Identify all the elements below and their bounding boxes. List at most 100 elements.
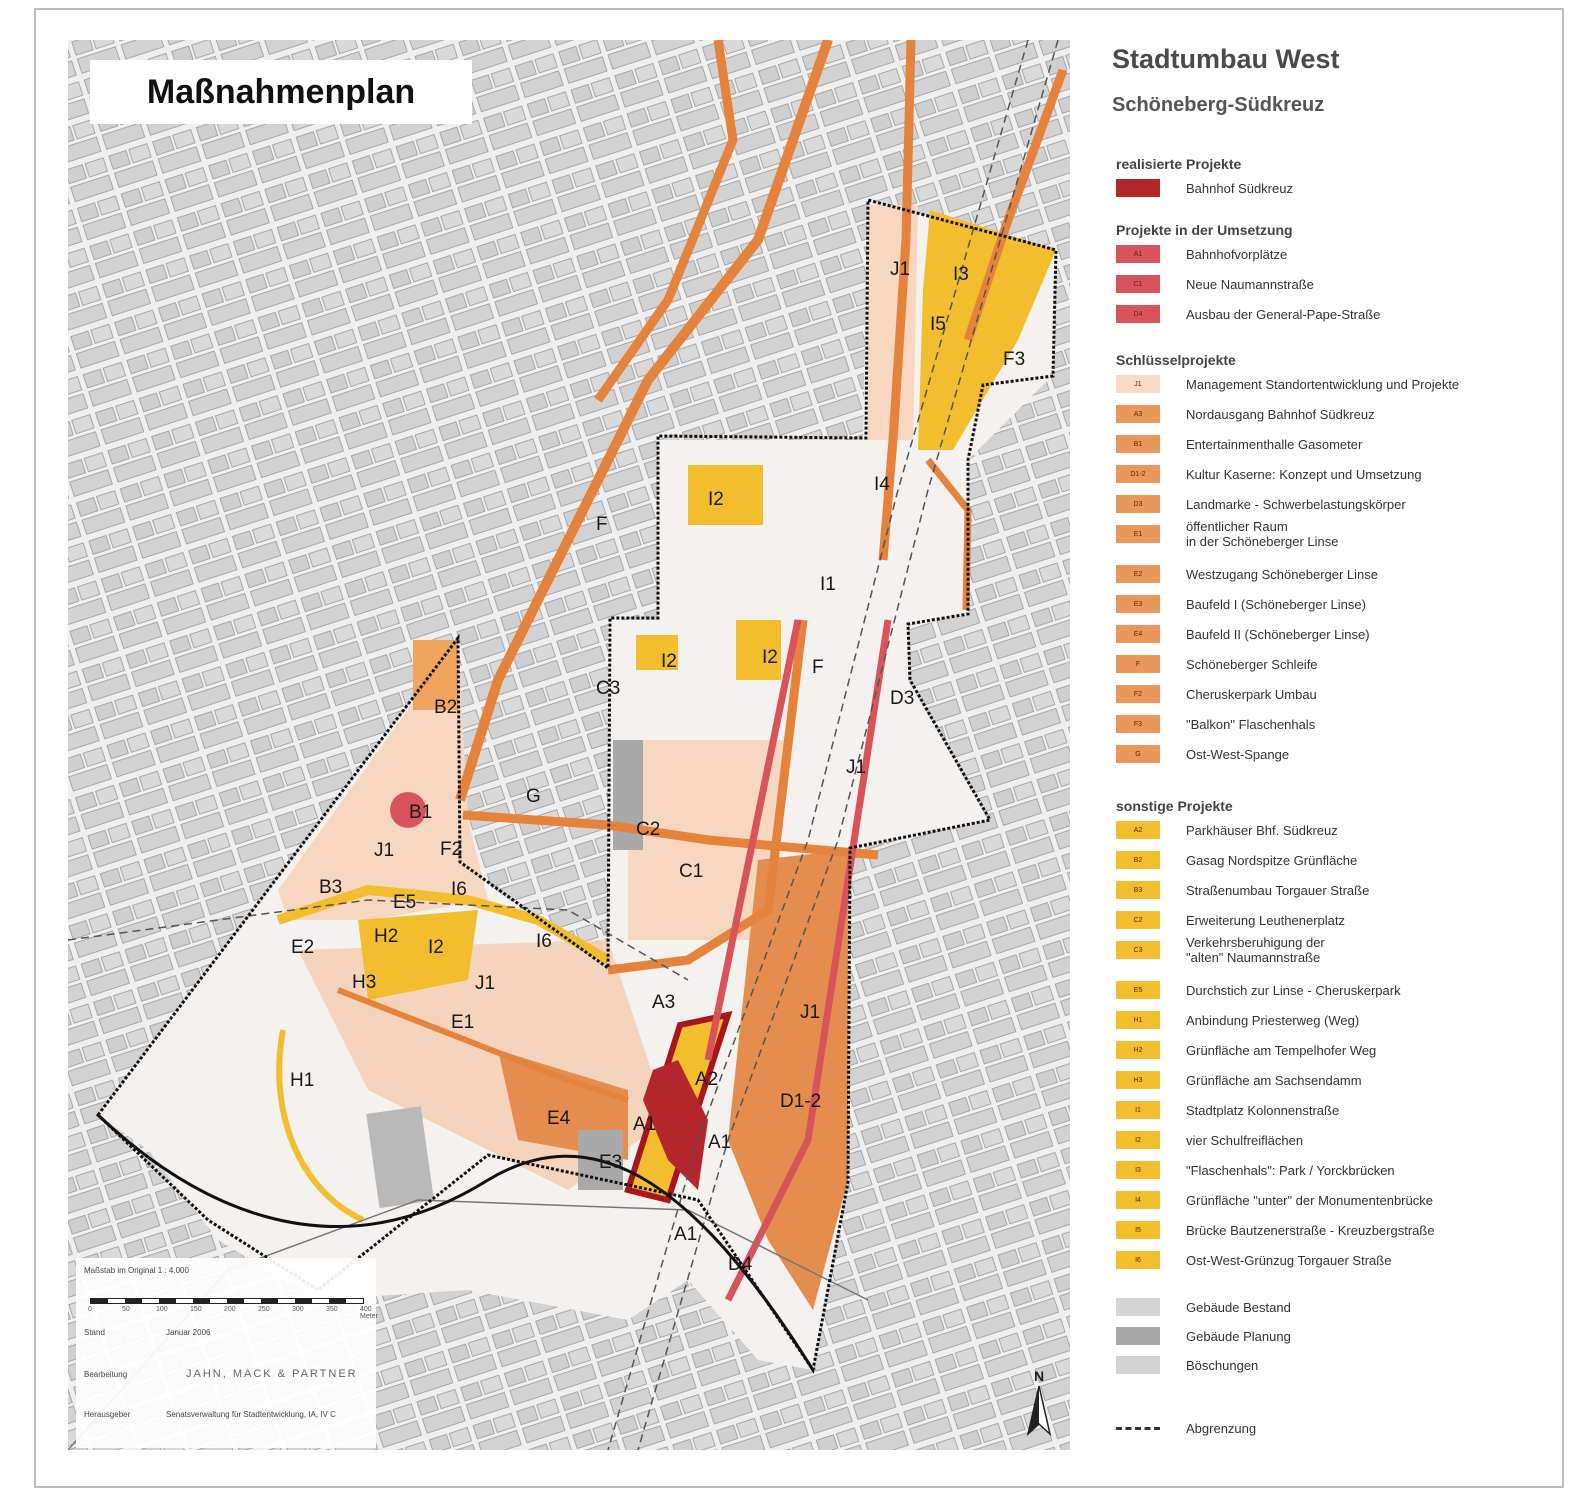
legend-swatch: C2 <box>1116 911 1160 929</box>
map-label-j1: J1 <box>800 1002 820 1023</box>
legend-swatch: H3 <box>1116 1071 1160 1089</box>
scale-tick: 350 <box>326 1306 338 1313</box>
legend-swatch: I5 <box>1116 1221 1160 1239</box>
legend-swatch <box>1116 1327 1160 1345</box>
legend-swatch: E2 <box>1116 565 1160 583</box>
legend-swatch: A3 <box>1116 405 1160 423</box>
bearbeitung-label: Bearbeitung <box>84 1370 128 1379</box>
legend-label: Baufeld I (Schöneberger Linse) <box>1186 596 1366 612</box>
legend-label: Management Standortentwicklung und Proje… <box>1186 376 1460 392</box>
map-label-i3: I3 <box>953 264 969 285</box>
map-label-b1: B1 <box>409 802 432 823</box>
legend-section-heading: Projekte in der Umsetzung <box>1116 222 1293 238</box>
boundary-line-icon <box>1116 1426 1160 1430</box>
map-label-f: F <box>812 657 824 678</box>
map-label-j1: J1 <box>846 757 866 778</box>
zone-d1-2 <box>728 850 848 1310</box>
legend-item: Böschungen <box>1116 1353 1258 1377</box>
map-label-d1-2: D1-2 <box>780 1091 821 1112</box>
map-label-a2: A2 <box>695 1069 718 1090</box>
legend-swatch: B1 <box>1116 435 1160 453</box>
zone-i2-a <box>636 635 678 670</box>
map-label-i4: I4 <box>874 474 890 495</box>
map-label-f: F <box>596 514 608 535</box>
legend-swatch: I6 <box>1116 1251 1160 1269</box>
abgrenzung-boundary <box>95 198 1058 1374</box>
legend-label: Gebäude Planung <box>1186 1328 1291 1344</box>
legend-label: Straßenumbau Torgauer Straße <box>1186 882 1370 898</box>
legend-item: D1-2 Kultur Kaserne: Konzept und Umsetzun… <box>1116 462 1422 486</box>
scale-text: Maßstab im Original 1 : 4.000 <box>84 1266 189 1275</box>
scale-bar <box>90 1298 364 1304</box>
north-letter: N <box>1033 1368 1045 1384</box>
map-label-h1: H1 <box>290 1070 314 1091</box>
map-title: Maßnahmenplan <box>146 72 416 111</box>
legend-swatch: D4 <box>1116 305 1160 323</box>
legend-swatch: E4 <box>1116 625 1160 643</box>
legend-label: Erweiterung Leuthenerplatz <box>1186 912 1345 928</box>
rail-1 <box>607 40 1029 1450</box>
legend-section-heading: sonstige Projekte <box>1116 798 1233 814</box>
map-label-i2: I2 <box>428 937 444 958</box>
path-h1 <box>276 1029 365 1223</box>
bearbeitung-value: JAHN, MACK & PARTNER <box>186 1368 358 1380</box>
legend-label: Böschungen <box>1186 1357 1259 1373</box>
legend-section-heading: Schlüsselprojekte <box>1116 352 1236 368</box>
legend-swatch: G <box>1116 745 1160 763</box>
map-label-e4: E4 <box>547 1108 571 1129</box>
legend-label: Parkhäuser Bhf. Südkreuz <box>1186 822 1338 838</box>
map-label-d3: D3 <box>890 688 914 709</box>
legend-swatch: B3 <box>1116 881 1160 899</box>
legend-swatch: D3 <box>1116 495 1160 513</box>
legend-title: Stadtumbau West <box>1112 44 1340 74</box>
map-label-i2: I2 <box>661 651 677 672</box>
map-label-f2: F2 <box>440 839 462 860</box>
legend-swatch: E5 <box>1116 981 1160 999</box>
legend-item: I5 Brücke Bautzenerstraße - Kreuzbergstra… <box>1116 1218 1435 1242</box>
rail-west <box>68 899 689 981</box>
zone-i2-linse <box>358 910 478 1000</box>
legend-label: Kultur Kaserne: Konzept und Umsetzung <box>1186 466 1422 482</box>
map-label-e1: E1 <box>451 1012 474 1033</box>
herausgeber-label: Herausgeber <box>84 1410 131 1419</box>
legend-swatch: A1 <box>1116 245 1160 263</box>
map-label-h3: H3 <box>352 972 376 993</box>
legend-item: Gebäude Planung <box>1116 1324 1291 1348</box>
legend-swatch: C3 <box>1116 941 1160 959</box>
legend-item: I3"Flaschenhals": Park / Yorckbrücken <box>1116 1158 1395 1182</box>
legend-swatch: E3 <box>1116 595 1160 613</box>
legend-label: Westzugang Schöneberger Linse <box>1186 566 1378 582</box>
corridor-schleife <box>607 619 808 975</box>
legend-label: "Balkon" Flaschenhals <box>1186 716 1316 732</box>
legend-label: Grünfläche am Sachsendamm <box>1186 1072 1362 1088</box>
legend-swatch: A2 <box>1116 821 1160 839</box>
legend-item: C2 Erweiterung Leuthenerplatz <box>1116 908 1345 932</box>
legend-swatch: D1-2 <box>1116 465 1160 483</box>
zone-i3 <box>918 210 1056 450</box>
legend-subtitle: Schöneberg-Südkreuz <box>1112 94 1325 116</box>
legend-label: Verkehrsberuhigung der "alten" Naumannst… <box>1186 935 1325 965</box>
legend-item: E3 Baufeld I (Schöneberger Linse) <box>1116 592 1366 616</box>
legend-item: E2 Westzugang Schöneberger Linse <box>1116 562 1378 586</box>
map-label-d4: D4 <box>728 1254 753 1275</box>
map-title-box: Maßnahmenplan <box>90 60 472 124</box>
map-label-c3: C3 <box>596 678 620 699</box>
corridor-east <box>963 68 1068 342</box>
legend: Stadtumbau West Schöneberg-Südkreuz real… <box>1108 40 1538 1450</box>
legend-swatch: F2 <box>1116 685 1160 703</box>
legend-label: Brücke Bautzenerstraße - Kreuzbergstraße <box>1186 1222 1435 1238</box>
scale-tick: 0 <box>88 1306 92 1313</box>
legend-swatch: I4 <box>1116 1191 1160 1209</box>
bahnhof-suedkreuz <box>643 1060 708 1190</box>
map-label-i1: I1 <box>820 574 836 595</box>
